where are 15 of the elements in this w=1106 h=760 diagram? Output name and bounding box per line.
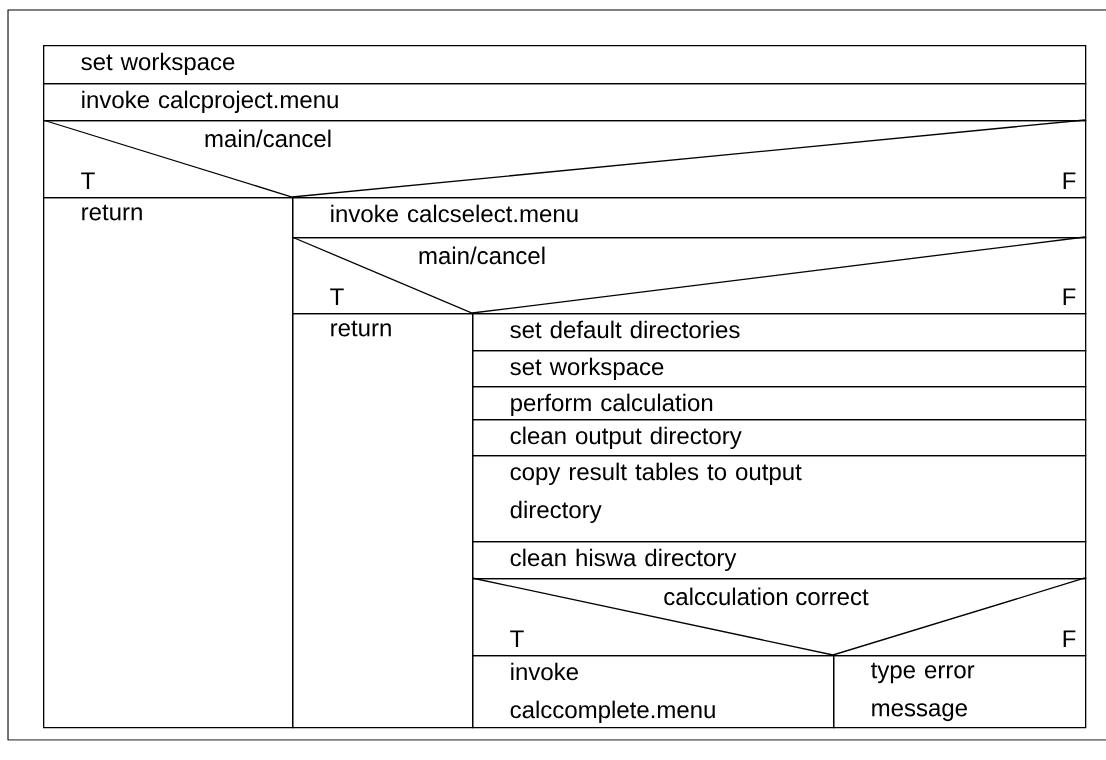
process-box: set workspace <box>472 350 1087 388</box>
decision-block: main/cancel T F <box>42 119 1087 199</box>
process-box: invoke calcproject.menu <box>43 83 1087 122</box>
process-box: return <box>43 197 294 729</box>
process-box: return <box>292 313 474 729</box>
process-box: invoke calccomplete.menu <box>472 655 835 729</box>
process-box: copy result tables to output directory <box>472 455 1087 543</box>
decision-block: calcculation correct T F <box>471 577 1087 657</box>
process-box: clean output directory <box>472 419 1087 457</box>
process-box: type error message <box>833 655 1087 729</box>
process-box: invoke calcselect.menu <box>292 197 1087 239</box>
process-box: perform calculation <box>472 386 1087 421</box>
process-box: clean hiswa directory <box>472 541 1087 580</box>
process-box: set default directories <box>472 313 1087 352</box>
process-box: set workspace <box>43 45 1087 85</box>
